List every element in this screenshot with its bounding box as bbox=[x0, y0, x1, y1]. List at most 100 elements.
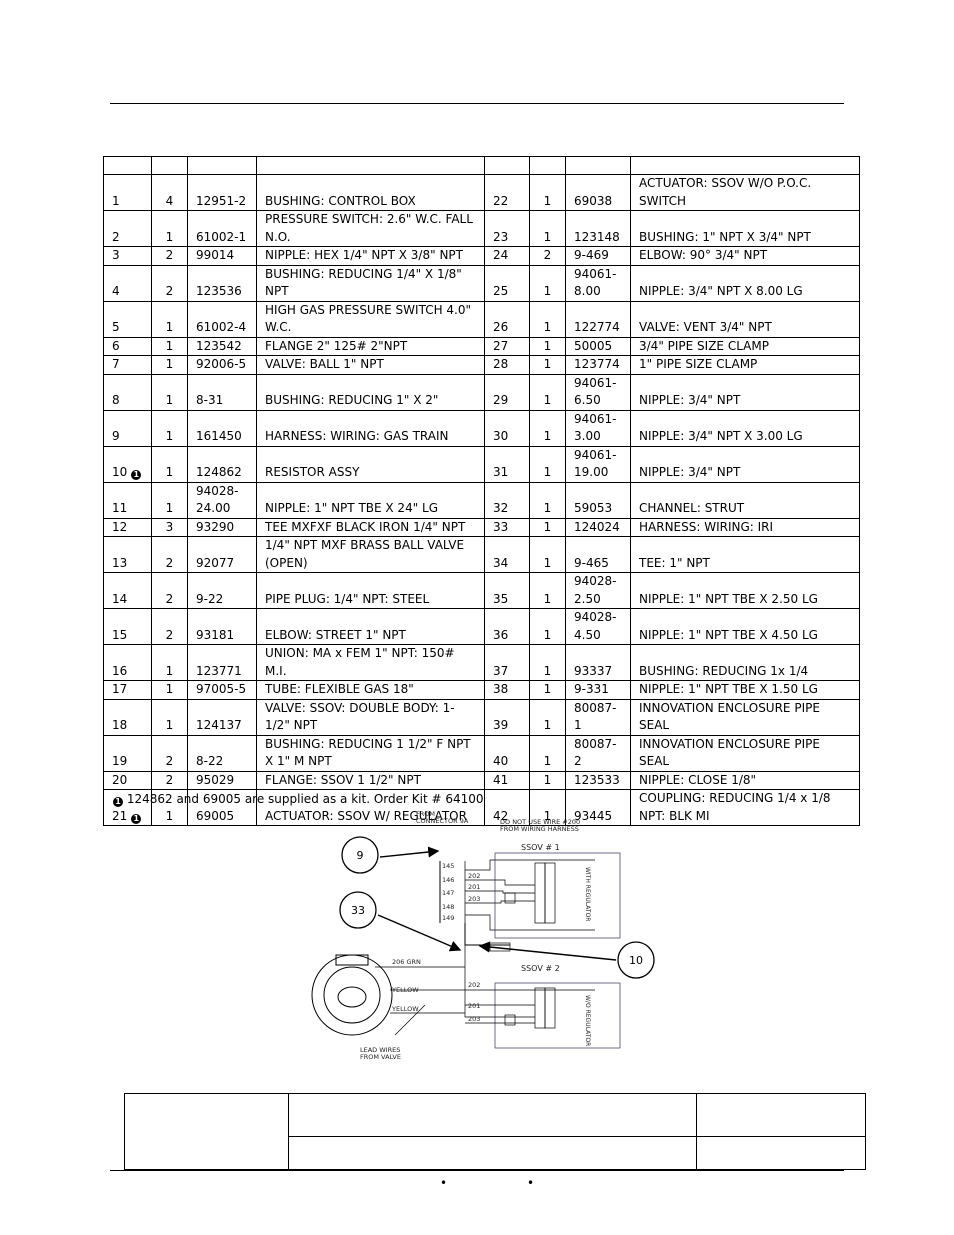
item-number: 8 bbox=[112, 393, 120, 407]
description: PIPE PLUG: 1/4" NPT: STEEL bbox=[265, 591, 430, 606]
quantity-cell: 1 bbox=[529, 517, 566, 537]
part-number-cell: 61002-4 bbox=[187, 300, 257, 338]
part-number: 123542 bbox=[196, 338, 242, 353]
part-number: 80087-2 bbox=[574, 736, 617, 769]
item-number: 28 bbox=[493, 357, 509, 371]
footer-rule bbox=[110, 1170, 844, 1171]
item-number: 24 bbox=[493, 248, 509, 262]
description-cell: NIPPLE: CLOSE 1/8" bbox=[630, 770, 860, 790]
item-number: 3 bbox=[112, 248, 120, 262]
quantity: 2 bbox=[165, 772, 174, 787]
item-number: 14 bbox=[112, 591, 128, 606]
quantity-cell: 1 bbox=[529, 336, 566, 356]
description-cell: ELBOW: STREET 1" NPT bbox=[256, 608, 485, 645]
item-number-cell: 34 bbox=[484, 536, 530, 573]
quantity: 1 bbox=[543, 627, 552, 642]
quantity: 1 bbox=[543, 808, 552, 823]
wire-201-top: 201 bbox=[468, 883, 480, 891]
item-number: 13 bbox=[112, 555, 128, 570]
part-number: 123533 bbox=[574, 772, 620, 787]
part-number: 94061-6.50 bbox=[574, 375, 617, 408]
quantity: 1 bbox=[165, 338, 174, 353]
part-number-cell: 59053 bbox=[565, 481, 631, 519]
description-cell: TUBE: FLEXIBLE GAS 18" bbox=[256, 680, 485, 700]
item-number: 21 bbox=[112, 808, 128, 823]
quantity: 1 bbox=[543, 754, 552, 768]
table-header-cell bbox=[103, 156, 152, 175]
part-number: 92077 bbox=[196, 555, 235, 570]
item-number: 6 bbox=[112, 338, 120, 353]
description: BUSHING: REDUCING 1x 1/4 bbox=[639, 663, 809, 678]
description-cell: ELBOW: 90° 3/4" NPT bbox=[630, 246, 860, 266]
quantity-cell: 1 bbox=[529, 789, 566, 826]
description: 1/4" NPT MXF BRASS BALL VALVE (OPEN) bbox=[265, 538, 465, 570]
quantity-cell: 1 bbox=[529, 300, 566, 338]
part-number: 93181 bbox=[196, 627, 235, 642]
quantity-cell: 1 bbox=[151, 680, 188, 700]
wire-203-bottom: 203 bbox=[468, 1015, 480, 1023]
table-header-cell bbox=[565, 156, 631, 175]
item-number: 29 bbox=[493, 393, 509, 407]
description-cell: FLANGE 2" 125# 2"NPT bbox=[256, 336, 485, 356]
item-number-cell: 39 bbox=[484, 698, 530, 736]
part-number: 123148 bbox=[574, 229, 620, 244]
part-number-cell: 161450 bbox=[187, 409, 257, 447]
quantity-cell: 1 bbox=[151, 373, 188, 411]
item-number-cell: 37 bbox=[484, 644, 530, 681]
description-cell: COUPLING: REDUCING 1/4 x 1/8 NPT: BLK MI bbox=[630, 789, 860, 826]
part-number: 69038 bbox=[574, 193, 613, 208]
description-cell: NIPPLE: 3/4" NPT bbox=[630, 445, 860, 483]
part-number-cell: 92006-5 bbox=[187, 355, 257, 375]
yellow-label-1: YELLOW bbox=[391, 986, 419, 994]
part-number-cell: 123533 bbox=[565, 770, 631, 790]
quantity-cell: 2 bbox=[151, 264, 188, 302]
item-number-cell: 12 bbox=[103, 517, 152, 537]
quantity-cell: 1 bbox=[529, 698, 566, 736]
item-number: 39 bbox=[493, 718, 509, 732]
wire-201-bottom: 201 bbox=[468, 1002, 480, 1010]
quantity-cell: 1 bbox=[151, 698, 188, 736]
part-number: 124862 bbox=[196, 465, 242, 479]
description: VALVE: BALL 1" NPT bbox=[265, 357, 384, 371]
item-number: 31 bbox=[493, 465, 509, 479]
with-regulator-label: WITH REGULATOR bbox=[584, 867, 591, 921]
table-header-cell bbox=[256, 156, 485, 175]
quantity: 1 bbox=[543, 718, 552, 732]
item-number: 9 bbox=[112, 429, 120, 443]
quantity-cell: 2 bbox=[151, 536, 188, 573]
description: VALVE: VENT 3/4" NPT bbox=[639, 320, 772, 334]
kit-marker-icon: 1 bbox=[131, 470, 142, 480]
item-number: 32 bbox=[493, 501, 509, 515]
part-number-cell: 80087-1 bbox=[565, 698, 631, 736]
part-number: 122774 bbox=[574, 320, 620, 334]
description: BUSHING: REDUCING 1 1/2" F NPT X 1" M NP… bbox=[265, 736, 471, 769]
part-number: 94061-3.00 bbox=[574, 411, 617, 444]
footer-cell-subtitle bbox=[288, 1136, 697, 1170]
item-number-cell: 22 bbox=[484, 174, 530, 211]
description-cell: HIGH GAS PRESSURE SWITCH 4.0" W.C. bbox=[256, 300, 485, 338]
item-number-cell: 36 bbox=[484, 608, 530, 645]
description-cell: 1" PIPE SIZE CLAMP bbox=[630, 355, 860, 375]
part-number-cell: 124862 bbox=[187, 445, 257, 483]
item-number-cell: 29 bbox=[484, 373, 530, 411]
item-number-cell: 41 bbox=[484, 770, 530, 790]
item-number-cell: 27 bbox=[484, 336, 530, 356]
wire-202-top: 202 bbox=[468, 872, 480, 880]
footer-bullet: • bbox=[527, 1176, 535, 1190]
part-number-cell: 93445 bbox=[565, 789, 631, 826]
description: NIPPLE: 1" NPT TBE X 1.50 LG bbox=[639, 682, 818, 696]
part-number: 61002-4 bbox=[196, 320, 247, 334]
item-number-cell: 32 bbox=[484, 481, 530, 519]
description: TEE: 1" NPT bbox=[639, 555, 710, 570]
item-number: 26 bbox=[493, 320, 509, 334]
item-number-cell: 17 bbox=[103, 680, 152, 700]
item-number: 38 bbox=[493, 682, 509, 696]
item-number-cell: 13 bbox=[103, 536, 152, 573]
quantity: 1 bbox=[165, 718, 174, 732]
